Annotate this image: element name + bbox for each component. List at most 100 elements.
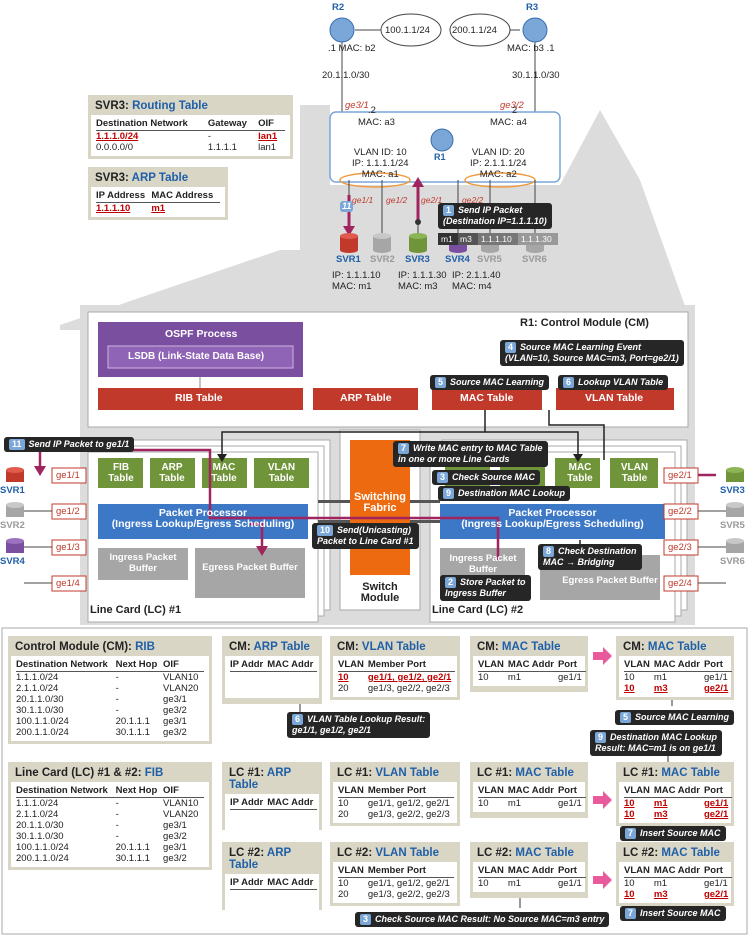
lc1-vlan: VLAN Table <box>267 462 296 484</box>
svr3-icon <box>409 233 427 253</box>
lc1-fib: FIB Table <box>108 462 134 484</box>
port-ge31: ge3/1 <box>345 100 369 111</box>
lc2-mac: MAC Table <box>567 462 593 484</box>
lc2-title: Line Card (LC) #2 <box>432 604 524 616</box>
port-ge2-2: ge2/2 <box>668 506 692 517</box>
router-r2-icon <box>329 17 355 43</box>
lc1-egress: Egress Packet Buffer <box>202 562 298 573</box>
port-ge1-3: ge1/3 <box>56 542 80 553</box>
lc-fib-table: Line Card (LC) #1 & #2: FIB Destination … <box>8 762 212 870</box>
side-svr6: SVR6 <box>720 556 745 567</box>
cm-vlan-label: VLAN Table <box>585 392 644 404</box>
svr1-label: SVR1 <box>336 254 361 265</box>
lc1-mac: MAC Table <box>211 462 237 484</box>
port-ge11: ge1/1 <box>352 195 374 205</box>
router-r3-icon <box>522 17 548 43</box>
side-svr3: SVR3 <box>720 485 745 496</box>
r2-label: R2 <box>332 2 345 13</box>
ospf-label: OSPF Process <box>165 328 238 340</box>
net-200-label: 200.1.1/24 <box>452 25 497 36</box>
net-r2r1-label: 20.1.1.0/30 <box>322 70 370 81</box>
pkt-m3: m3 <box>460 234 472 244</box>
svr2-label: SVR2 <box>370 254 395 265</box>
lc2-egress: Egress Packet Buffer <box>562 575 658 586</box>
r1-left-ip: .2 <box>368 105 376 116</box>
lc1-title: Line Card (LC) #1 <box>90 604 182 616</box>
net-100-label: 100.1.1/24 <box>385 25 430 36</box>
r1-label: R1 <box>434 152 446 162</box>
r1-right-mac: MAC: a4 <box>490 117 527 128</box>
port-ge32: ge3/2 <box>500 100 524 111</box>
svr5-label: SVR5 <box>477 254 502 265</box>
pkt-src-ip: 1.1.1.30 <box>521 234 552 244</box>
side-svr1: SVR1 <box>0 485 25 496</box>
port-ge1-4: ge1/4 <box>56 578 80 589</box>
side-svr2: SVR2 <box>0 520 25 531</box>
side-svr5: SVR5 <box>720 520 745 531</box>
r1-right-ip: 2 <box>512 105 518 116</box>
net-r3r1-label: 30.1.1.0/30 <box>512 70 560 81</box>
port-ge2-1: ge2/1 <box>668 470 692 481</box>
r3-label: R3 <box>526 2 539 13</box>
switching-fabric-label: Switching Fabric <box>354 491 406 514</box>
r2-mac: .1 MAC: b2 <box>328 43 376 54</box>
svr2-icon <box>373 233 391 253</box>
cm-arp-label: ARP Table <box>340 392 392 404</box>
lc2-ingress: Ingress Packet Buffer <box>449 553 517 575</box>
zoom-connector <box>60 105 690 330</box>
port-ge1-1: ge1/1 <box>56 470 80 481</box>
cm-title: R1: Control Module (CM) <box>520 317 649 329</box>
port-ge2-4: ge2/4 <box>668 578 692 589</box>
lc2-pp-label: Packet Processor(Ingress Lookup/Egress S… <box>461 507 644 530</box>
lc1-packet-processor <box>98 504 308 539</box>
svr1-icon <box>340 233 358 253</box>
lsdb-label: LSDB (Link-State Data Base) <box>128 351 265 362</box>
switch-module-label: Switch Module <box>360 581 400 604</box>
net-200-ellipse <box>449 13 511 47</box>
step-11-badge: 11 <box>340 201 354 212</box>
side-svr4: SVR4 <box>0 556 25 567</box>
net-100-ellipse <box>380 13 442 47</box>
svr3-label: SVR3 <box>405 254 430 265</box>
lc1-ingress: Ingress Packet Buffer <box>109 552 177 574</box>
rib-label: RIB Table <box>175 392 223 404</box>
port-ge1-2: ge1/2 <box>56 506 80 517</box>
lc2-vlan: VLAN Table <box>620 462 649 484</box>
lc2-packet-processor <box>440 504 665 539</box>
port-ge22: ge2/2 <box>462 195 484 205</box>
pkt-m1: m1 <box>441 234 453 244</box>
pkt-dst-ip: 1.1.1.10 <box>481 234 512 244</box>
lc1-arp: ARP Table <box>159 462 185 484</box>
router-r1-icon <box>430 128 454 152</box>
port-ge21: ge2/1 <box>421 195 443 205</box>
